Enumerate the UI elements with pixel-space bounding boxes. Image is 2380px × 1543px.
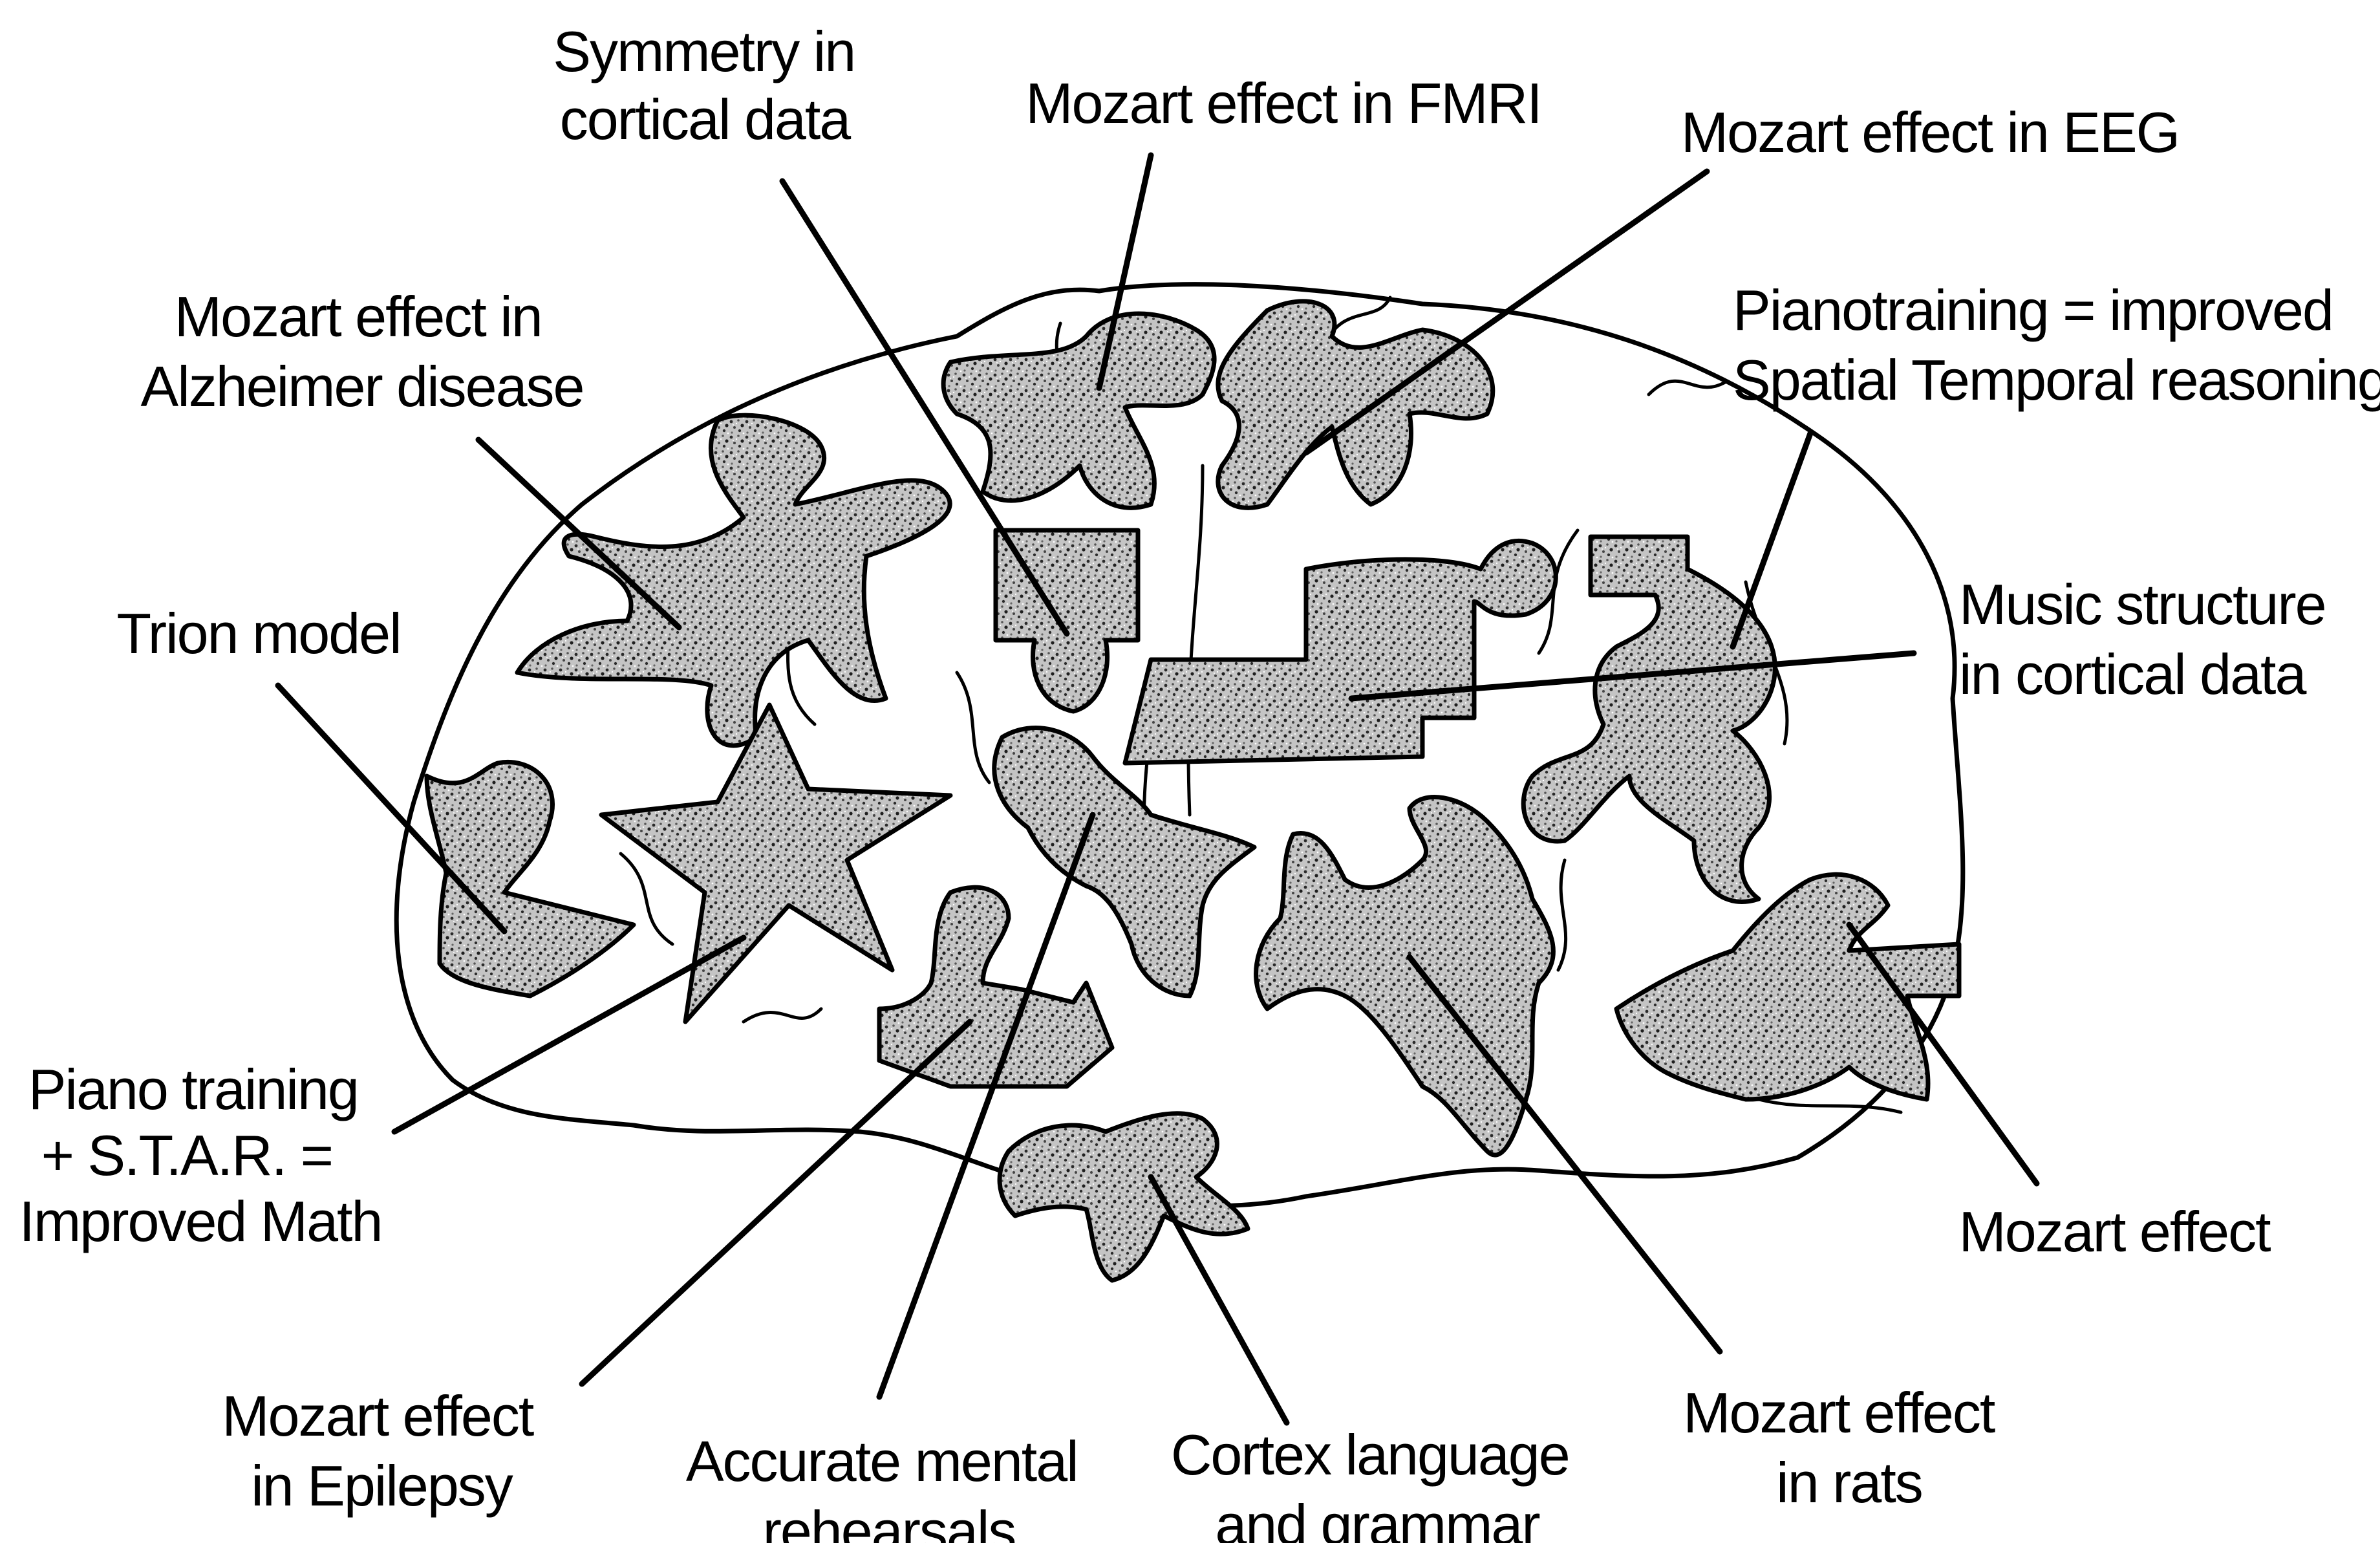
- labels: Symmetry in cortical data Mozart effect …: [19, 19, 2380, 1543]
- leader-alzheimer: [478, 440, 679, 627]
- patch-music-structure: [1125, 541, 1556, 763]
- cortical-patches: [427, 301, 1959, 1280]
- patch-rats: [1256, 797, 1554, 1156]
- label-pianotraining: Pianotraining = improved Spatial Tempora…: [1733, 278, 2380, 412]
- patch-mozart: [1616, 874, 1959, 1099]
- label-trion: Trion model: [116, 601, 400, 665]
- patch-star: [601, 705, 950, 1022]
- patch-rehearsals: [994, 728, 1254, 996]
- label-rehearsals: Accurate mental rehearsals: [686, 1429, 1092, 1543]
- label-piano-star: Piano training + S.T.A.R. = Improved Mat…: [19, 1057, 382, 1253]
- label-symmetry: Symmetry in cortical data: [553, 19, 869, 151]
- patch-language: [1000, 1114, 1248, 1280]
- patch-pianotraining: [1523, 537, 1775, 901]
- leader-epilepsy: [582, 1022, 970, 1384]
- label-epilepsy: Mozart effect in Epilepsy: [222, 1384, 547, 1518]
- label-eeg: Mozart effect in EEG: [1681, 100, 2179, 164]
- label-fmri: Mozart effect in FMRI: [1025, 71, 1541, 135]
- patch-fmri: [943, 314, 1214, 508]
- label-alzheimer: Mozart effect in Alzheimer disease: [141, 285, 584, 418]
- label-language: Cortex language and grammar: [1171, 1423, 1583, 1543]
- label-music-structure: Music structure in cortical data: [1959, 572, 2340, 706]
- patch-eeg: [1218, 301, 1493, 508]
- leader-eeg: [1306, 171, 1707, 453]
- label-mozart-effect: Mozart effect: [1958, 1200, 2271, 1264]
- patch-epilepsy: [879, 887, 1112, 1086]
- leader-pianotraining: [1733, 433, 1810, 647]
- label-rats: Mozart effect in rats: [1683, 1381, 2008, 1515]
- patch-alzheimer: [517, 415, 950, 746]
